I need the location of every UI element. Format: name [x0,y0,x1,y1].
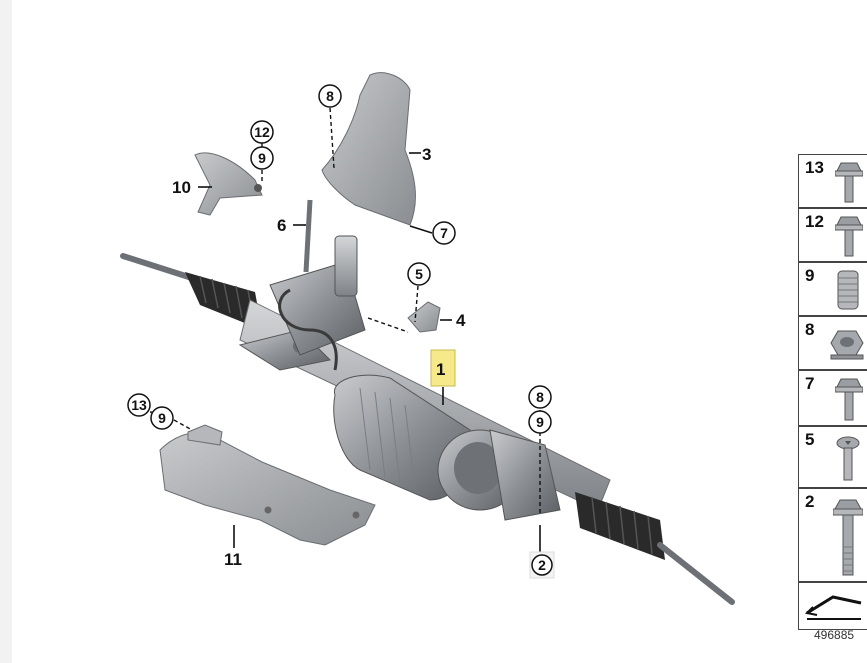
threaded-sleeve-icon [837,270,859,310]
right-tie-rod [657,542,735,605]
callout-8-right[interactable]: 8 [528,385,552,409]
gear-housing-cover [454,442,502,494]
stud-rod [303,199,313,273]
callout-7[interactable]: 7 [432,221,456,245]
callout-5[interactable]: 5 [407,262,431,286]
svg-text:9: 9 [536,414,544,430]
heat-shield-upper [321,72,416,226]
hex-nut-icon [830,330,864,360]
right-bellows-boot [575,492,665,560]
svg-text:9: 9 [258,150,266,166]
svg-text:8: 8 [536,389,544,405]
left-tie-rod [120,253,198,282]
svg-text:7: 7 [440,225,448,241]
legend-row-12[interactable]: 12 [798,208,867,262]
left-bellows-boot [185,272,262,330]
callout-10: 10 [172,178,191,197]
input-shaft [334,235,358,297]
left-boot-ribs [199,275,255,324]
legend-row-8[interactable]: 8 [798,316,867,370]
shield-hole [352,511,360,519]
svg-text:8: 8 [326,88,334,104]
callout-2[interactable]: 2 [529,551,555,579]
callout-1: 1 [436,360,445,379]
exploded-view-diagram: 3 10 6 4 11 1 8 12 9 7 5 8 [120,72,735,605]
left-margin-band [0,0,12,663]
svg-text:9: 9 [158,410,166,426]
callout-9-right[interactable]: 9 [528,410,552,434]
right-boot-ribs [591,496,653,555]
steering-rack-assembly [120,235,735,605]
shield-tab [187,424,223,446]
motor-fins [359,387,416,491]
legend-row-7[interactable]: 7 [798,370,867,426]
hex-flange-bolt-icon [835,162,863,203]
callout-4: 4 [456,311,466,330]
clip-bracket [407,301,441,333]
svg-text:12: 12 [254,124,270,140]
torx-screw-icon [836,436,860,481]
callout-6: 6 [277,216,286,235]
legend-row-2[interactable]: 2 [798,488,867,582]
svg-text:2: 2 [538,557,546,573]
bracket-bolt [254,184,262,192]
callout-9-top[interactable]: 9 [250,146,274,170]
legend-row-symbol [798,582,867,630]
diagram-number: 496885 [814,628,855,642]
callout-13[interactable]: 13 [127,393,151,417]
legend-row-13[interactable]: 13 [798,154,867,208]
shield-hole [264,506,272,514]
parts-legend: 13 12 9 8 [798,154,867,630]
legend-row-5[interactable]: 5 [798,426,867,488]
legend-row-9[interactable]: 9 [798,262,867,316]
svg-text:5: 5 [415,266,423,282]
leader-lines [149,107,541,552]
long-bolt-icon [833,499,863,576]
callout-8-top[interactable]: 8 [318,84,342,108]
assembly-symbol-icon [804,595,862,620]
right-mount-bracket [489,429,561,521]
wiring-harness [278,288,338,371]
callout-12[interactable]: 12 [250,120,274,144]
bracket-left [194,152,263,216]
svg-text:13: 13 [131,397,147,413]
callout-3: 3 [422,145,431,164]
callout-11: 11 [224,550,242,569]
hex-flange-bolt-icon [835,216,863,257]
callout-9-left[interactable]: 9 [150,406,174,430]
hex-flange-bolt-icon [835,378,863,421]
callout-1-highlight[interactable] [430,349,456,387]
